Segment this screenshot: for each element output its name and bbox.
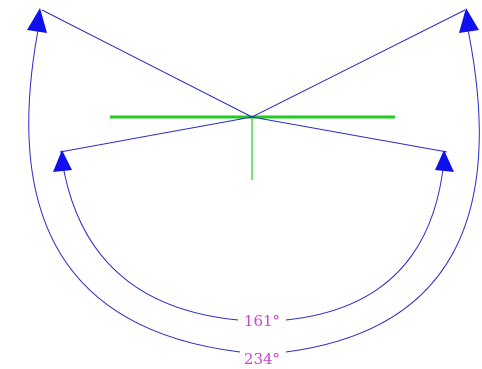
outer-right-arrowhead [459, 8, 479, 33]
inner-left-arrowhead [53, 150, 72, 172]
outer-dimension-arc-right [285, 19, 480, 353]
extension-lines [41, 9, 466, 153]
outer-dimension: 234° [27, 8, 480, 368]
outer-dimension-arc-left [28, 19, 241, 353]
inner-dimension: 161° [53, 150, 454, 330]
outer-left-arrowhead [27, 8, 47, 33]
inner-dimension-label: 161° [244, 312, 280, 330]
green-marker [110, 115, 395, 180]
inner-right-arrowhead [435, 150, 454, 172]
outer-dimension-label: 234° [244, 350, 280, 368]
inner-dimension-arc-left [61, 159, 239, 321]
inner-left-extension-line [59, 116, 253, 153]
outer-right-extension-line [251, 9, 466, 118]
inner-right-extension-line [251, 116, 448, 153]
outer-left-extension-line [41, 9, 253, 118]
inner-dimension-arc-right [285, 159, 445, 321]
